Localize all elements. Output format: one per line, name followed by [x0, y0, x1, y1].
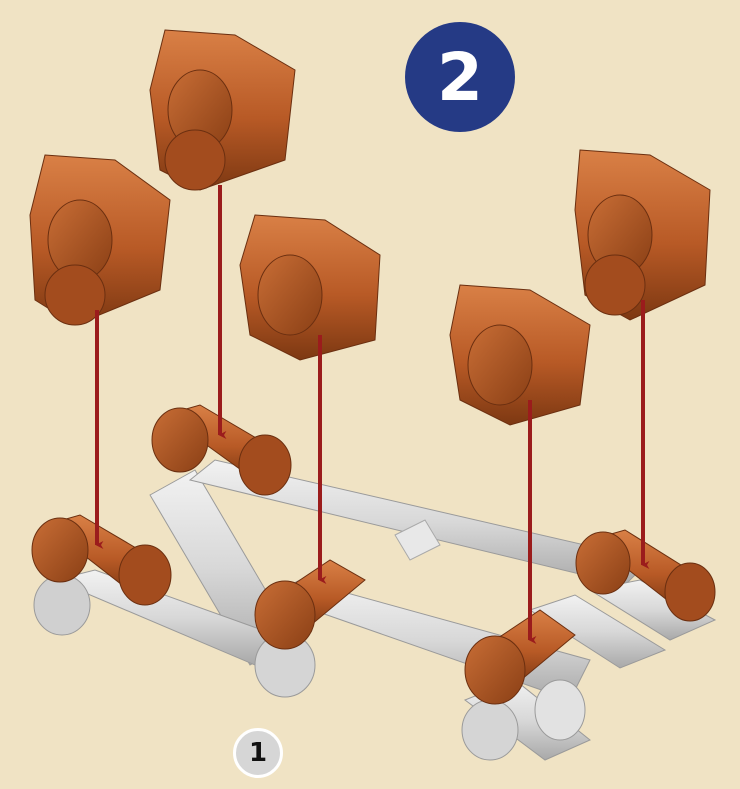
base-log [528, 594, 667, 669]
floating-log-block [239, 214, 381, 361]
placed-log [151, 404, 292, 496]
placement-arrows [95, 185, 650, 644]
step-number-badge: 2 [405, 22, 515, 132]
placed-log [254, 559, 366, 650]
floating-log-block [449, 284, 591, 426]
base-frame [33, 459, 717, 761]
previous-step-badge: 1 [233, 728, 283, 778]
base-log [188, 459, 651, 586]
placed-log [575, 529, 716, 622]
placed-log [31, 514, 172, 606]
floating-log-block [29, 154, 171, 326]
placed-log [464, 609, 576, 705]
floating-log-block [574, 149, 711, 321]
floating-log-block [149, 29, 296, 191]
